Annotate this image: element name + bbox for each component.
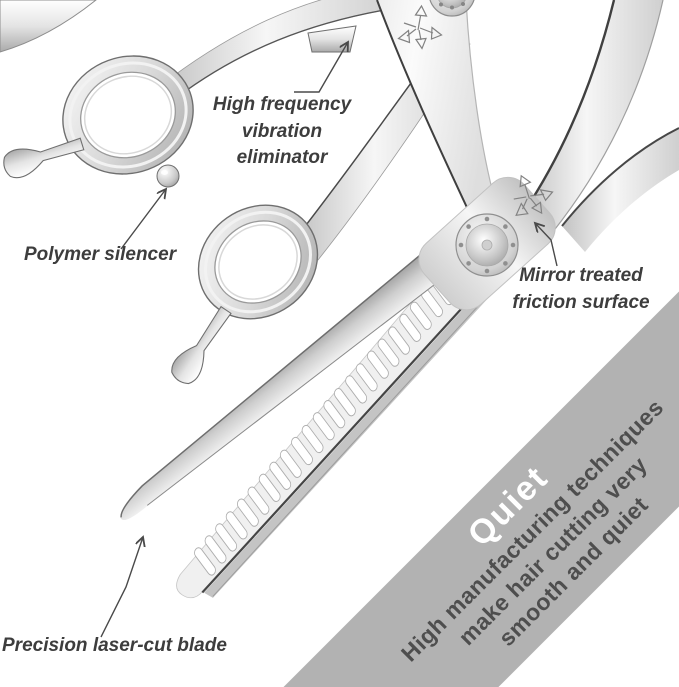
friction-surface-label: Mirror treated friction surface bbox=[512, 265, 650, 313]
polymer-silencer-label: Polymer silencer bbox=[24, 244, 177, 265]
finger-rest-bottom bbox=[171, 305, 232, 385]
star-arrows-logo-icon bbox=[513, 174, 554, 217]
silencer-callout-arrow bbox=[120, 189, 166, 250]
partial-pivot-screw bbox=[429, 0, 475, 17]
finger-ring-bottom bbox=[197, 204, 319, 320]
laser-cut-blade-label: Precision laser-cut blade bbox=[2, 635, 227, 656]
blade-rail-edge bbox=[201, 282, 486, 594]
friction-callout-arrow bbox=[535, 223, 558, 267]
vibration-eliminator-label: High frequency vibration eliminator bbox=[212, 94, 352, 169]
blade-fragment bbox=[0, 0, 97, 53]
tension-screw bbox=[455, 213, 519, 277]
vibration-eliminator-tab bbox=[307, 25, 357, 53]
finger-ring-top bbox=[62, 55, 194, 175]
thinning-comb-blade bbox=[176, 252, 492, 599]
star-arrows-logo-icon bbox=[397, 4, 443, 50]
handle-wedge bbox=[377, 0, 497, 214]
handle-band-right bbox=[524, 0, 663, 233]
callout-arrows bbox=[100, 42, 558, 638]
polymer-silencer-knob bbox=[156, 164, 180, 188]
vibration-callout-arrow bbox=[294, 42, 348, 93]
handle-band-side bbox=[562, 128, 679, 252]
scissors-two bbox=[120, 0, 679, 599]
blade-callout-arrow bbox=[100, 537, 143, 638]
finger-rest-top bbox=[3, 137, 85, 179]
